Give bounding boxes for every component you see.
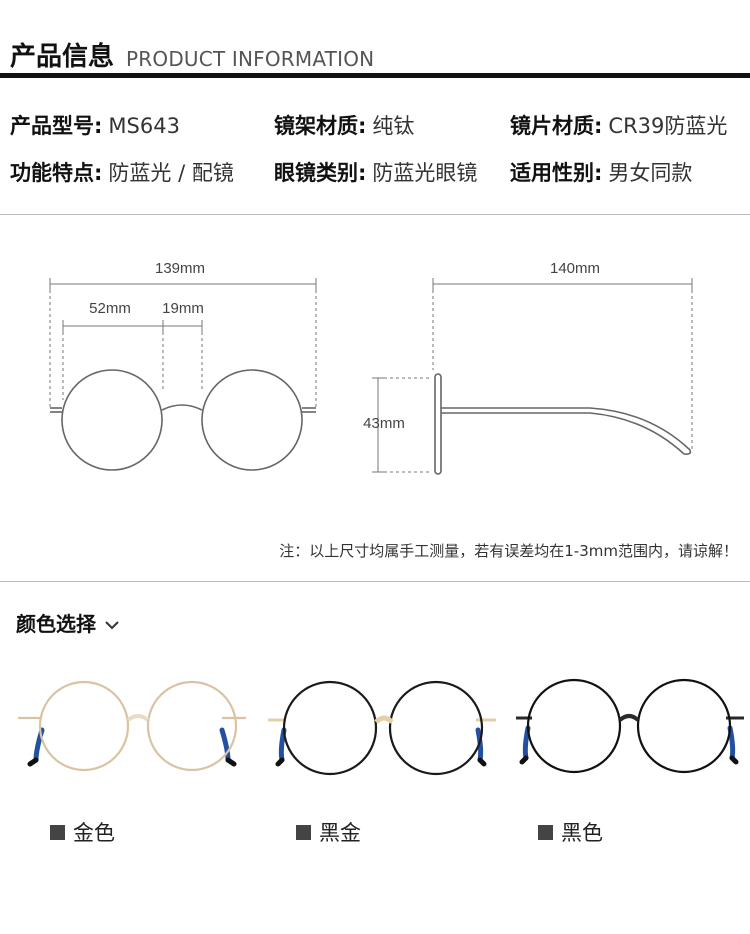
color-option-label: 黑金 bbox=[319, 821, 361, 845]
color-selection-title[interactable]: 颜色选择 bbox=[16, 608, 120, 637]
spec-key: 眼镜类别: bbox=[274, 161, 367, 185]
spec-frame-material: 镜架材质:纯钛 bbox=[274, 112, 414, 140]
glasses-front-outline bbox=[50, 369, 316, 471]
chevron-down-icon bbox=[105, 620, 119, 629]
header-title-en: PRODUCT INFORMATION bbox=[126, 47, 375, 71]
divider bbox=[0, 581, 750, 582]
color-option-black-gold[interactable]: 黑金 bbox=[296, 817, 361, 847]
glasses-black-gold-image[interactable] bbox=[264, 672, 500, 782]
dim-bridge-width: 19mm bbox=[162, 300, 204, 317]
color-selection-label: 颜色选择 bbox=[16, 612, 96, 636]
color-option-label: 黑色 bbox=[561, 821, 603, 845]
color-option-black[interactable]: 黑色 bbox=[538, 817, 603, 847]
spec-value: CR39防蓝光 bbox=[608, 114, 728, 138]
glasses-black-image[interactable] bbox=[512, 672, 748, 782]
spec-value: 防蓝光眼镜 bbox=[372, 161, 478, 185]
spec-features: 功能特点:防蓝光 / 配镜 bbox=[10, 159, 234, 187]
spec-category: 眼镜类别:防蓝光眼镜 bbox=[274, 159, 477, 187]
spec-key: 功能特点: bbox=[10, 161, 103, 185]
glasses-side-outline bbox=[434, 373, 692, 475]
color-swatch-square bbox=[50, 824, 65, 840]
spec-key: 镜架材质: bbox=[274, 114, 367, 138]
spec-gender: 适用性别:男女同款 bbox=[510, 159, 692, 187]
color-swatch-square bbox=[296, 824, 311, 840]
spec-key: 适用性别: bbox=[510, 161, 603, 185]
header-title-cn: 产品信息 bbox=[10, 42, 115, 72]
dim-lens-height: 43mm bbox=[363, 415, 405, 432]
spec-key: 镜片材质: bbox=[510, 114, 603, 138]
dim-temple-length: 140mm bbox=[550, 260, 600, 277]
dimension-diagram: 139mm 52mm 19mm 140mm 43mm bbox=[49, 260, 693, 475]
header-rule bbox=[0, 73, 750, 78]
spec-value: MS643 bbox=[108, 114, 180, 138]
spec-key: 产品型号: bbox=[10, 114, 103, 138]
spec-model: 产品型号:MS643 bbox=[10, 112, 180, 140]
section-header: 产品信息 PRODUCT INFORMATION bbox=[10, 28, 374, 74]
spec-value: 男女同款 bbox=[608, 161, 693, 185]
measurement-note: 注：以上尺寸均属手工测量，若有误差均在1-3mm范围内，请谅解！ bbox=[279, 542, 738, 560]
divider bbox=[0, 214, 750, 215]
glasses-gold-image[interactable] bbox=[14, 672, 250, 782]
spec-lens-material: 镜片材质:CR39防蓝光 bbox=[510, 112, 727, 140]
color-option-label: 金色 bbox=[73, 821, 115, 845]
color-swatch-square bbox=[538, 824, 553, 840]
dim-frame-width: 139mm bbox=[155, 260, 205, 277]
spec-value: 防蓝光 / 配镜 bbox=[108, 161, 234, 185]
spec-value: 纯钛 bbox=[372, 114, 415, 138]
color-option-gold[interactable]: 金色 bbox=[50, 817, 115, 847]
dim-lens-width: 52mm bbox=[89, 300, 131, 317]
